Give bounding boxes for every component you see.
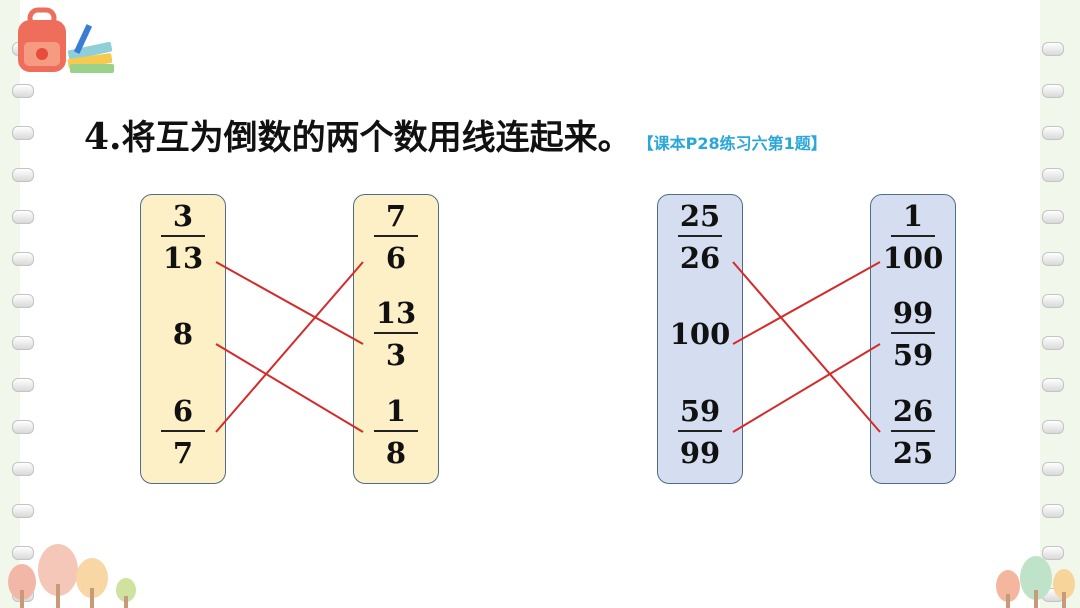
- fraction-bar: [891, 235, 935, 237]
- connection-line: [733, 344, 880, 432]
- fraction-bar: [374, 235, 418, 237]
- trees-icon: [990, 550, 1080, 608]
- whole-number: 8: [140, 314, 226, 354]
- fraction-bar: [161, 235, 205, 237]
- denominator: 59: [893, 338, 933, 372]
- numerator: 13: [376, 296, 416, 330]
- numerator: 7: [386, 199, 406, 233]
- connection-line: [733, 262, 880, 432]
- numerator: 6: [173, 394, 193, 428]
- fraction-bar: [678, 430, 722, 432]
- connection-line: [216, 262, 363, 344]
- numerator: 3: [173, 199, 193, 233]
- trees-icon: [0, 538, 150, 608]
- denominator: 100: [883, 241, 944, 275]
- group2-left-item-2: 100: [657, 314, 743, 354]
- fraction-bar: [374, 430, 418, 432]
- denominator: 3: [386, 338, 406, 372]
- denominator: 99: [680, 436, 720, 470]
- group1-left-item-2: 8: [140, 314, 226, 354]
- connection-line: [216, 344, 363, 432]
- fraction-bar: [374, 332, 418, 334]
- denominator: 8: [386, 436, 406, 470]
- connection-line: [733, 262, 880, 344]
- fraction-bar: [678, 235, 722, 237]
- numerator: 59: [680, 394, 720, 428]
- whole-number: 100: [657, 314, 743, 354]
- denominator: 7: [173, 436, 193, 470]
- fraction-bar: [891, 332, 935, 334]
- numerator: 1: [386, 394, 406, 428]
- numerator: 1: [903, 199, 923, 233]
- fraction-bar: [891, 430, 935, 432]
- fraction-bar: [161, 430, 205, 432]
- denominator: 13: [163, 241, 203, 275]
- numerator: 99: [893, 296, 933, 330]
- denominator: 25: [893, 436, 933, 470]
- denominator: 6: [386, 241, 406, 275]
- connection-line: [216, 262, 363, 432]
- denominator: 26: [680, 241, 720, 275]
- numerator: 26: [893, 394, 933, 428]
- numerator: 25: [680, 199, 720, 233]
